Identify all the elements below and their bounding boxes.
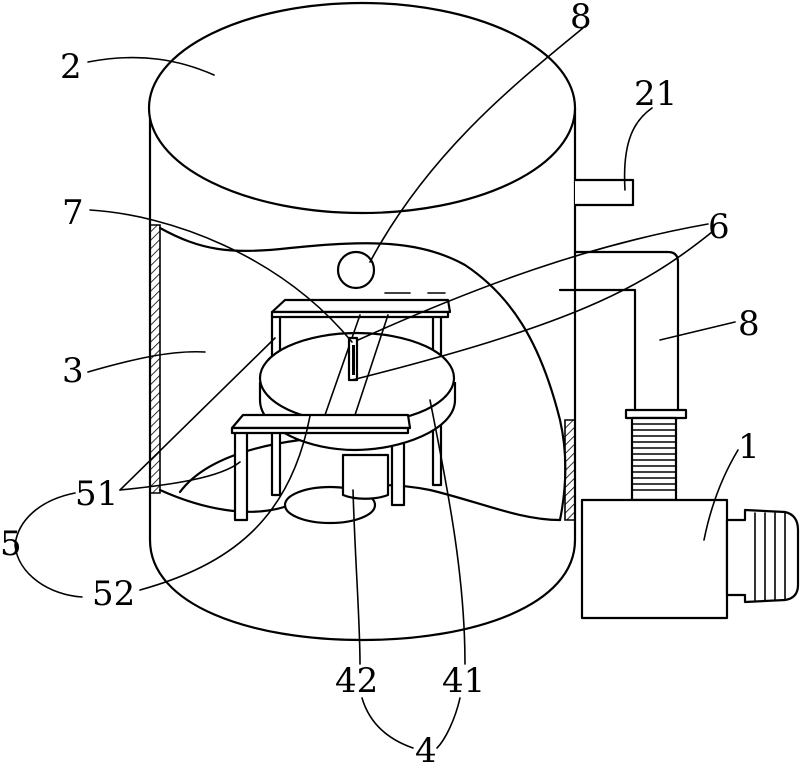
label-motor: 1 [738,427,760,467]
label-guide: 6 [708,207,730,247]
label-pipe-right: 8 [738,304,760,344]
label-pipe-top: 8 [570,0,592,37]
label-outer-barrel: 2 [60,47,82,87]
label-blade: 52 [92,574,135,614]
label-disc: 41 [442,661,485,701]
air-pipe [558,250,688,420]
bellows [630,416,678,502]
left-wall-hatch [149,224,161,494]
rotor-assembly [178,298,457,525]
label-rod: 51 [75,474,118,514]
leader-lines [14,27,739,749]
outer-cylinder [147,1,577,642]
inner-chamber-upper-edge [158,226,567,522]
label-assembly: 5 [0,524,22,564]
exhaust-port [575,178,635,207]
cylinder-top-lid [147,1,577,215]
float-ball [336,250,376,290]
motor [580,498,800,620]
label-inner-chamber: 3 [62,351,84,391]
label-nozzle: 7 [62,193,84,233]
label-rotor: 4 [415,731,437,768]
label-shaft: 42 [335,661,378,701]
right-wall-hatch [564,419,576,521]
label-exhaust-port: 21 [634,74,677,114]
